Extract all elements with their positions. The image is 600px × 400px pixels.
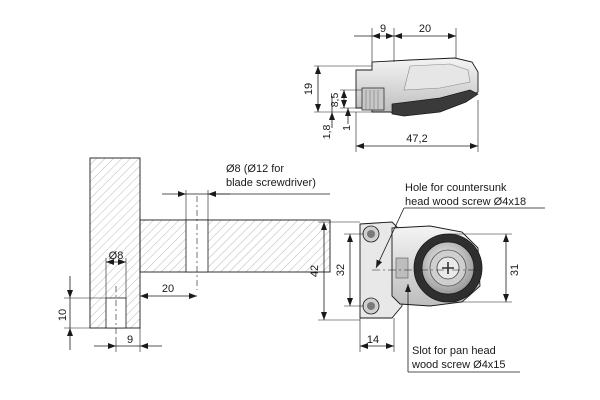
top-view: 9 20 19 8,5 1,8 1 47,2 — [303, 23, 479, 152]
note-hole-line1: Hole for countersunk — [405, 182, 507, 194]
note-slot-line2: wood screw Ø4x15 — [411, 359, 506, 371]
dim-1: 1 — [341, 125, 353, 131]
dim-31: 31 — [509, 264, 521, 276]
dim-9-top: 9 — [380, 23, 386, 35]
dim-14: 14 — [367, 334, 379, 346]
dim-1-8: 1,8 — [321, 125, 333, 140]
dim-8-5: 8,5 — [329, 93, 341, 108]
note-slot-line1: Slot for pan head — [412, 345, 496, 357]
connector-side-illustration — [355, 57, 479, 117]
connector-plan-illustration — [359, 221, 483, 319]
dim-20-section: 20 — [162, 283, 174, 295]
dim-32: 32 — [335, 264, 347, 276]
dim-10: 10 — [57, 309, 69, 321]
dim-47-2: 47,2 — [406, 133, 427, 145]
note-bore-line2: blade screwdriver) — [226, 177, 316, 189]
slot — [395, 257, 409, 279]
dim-42: 42 — [309, 265, 321, 277]
note-hole-line2: head wood screw Ø4x18 — [405, 196, 526, 208]
dim-20-top: 20 — [419, 23, 431, 35]
dim-9-section: 9 — [127, 334, 133, 346]
section-view: Ø8 (Ø12 for blade screwdriver) Ø8 20 10 … — [57, 157, 331, 352]
dim-d8-dowel: Ø8 — [109, 250, 124, 262]
dim-19: 19 — [303, 83, 315, 95]
horizontal-panel — [139, 219, 331, 273]
note-bore-line1: Ø8 (Ø12 for — [226, 163, 284, 175]
plan-view: 42 32 31 14 Hole for countersunk head wo… — [309, 182, 545, 373]
